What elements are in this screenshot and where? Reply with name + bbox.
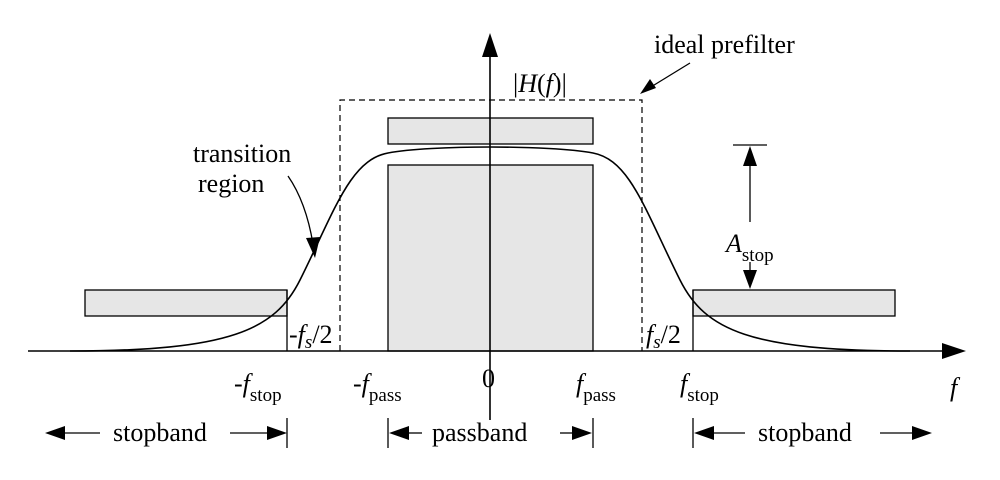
passband-left-arrowhead: [389, 426, 409, 440]
frequency-axis-label: f: [950, 373, 961, 402]
minus-fpass-label: -fpass: [353, 369, 402, 406]
left-stopband-right-arrowhead: [267, 426, 287, 440]
magnitude-axis-label: |H(f)|: [513, 69, 567, 98]
right-stopband-label: stopband: [758, 418, 852, 447]
minus-fs-half-label: -fs/2: [289, 320, 333, 353]
right-stopband-tolerance-band: [692, 289, 896, 317]
minus-fstop-label: -fstop: [234, 369, 282, 406]
ideal-prefilter-arrowhead: [640, 79, 656, 94]
fstop-label: fstop: [680, 369, 719, 406]
zero-label: 0: [482, 364, 495, 393]
transition-region-label-line2: region: [198, 169, 264, 198]
astop-down-arrowhead: [743, 270, 757, 289]
left-stopband-tolerance-band: [84, 289, 288, 317]
astop-label: Astop: [724, 229, 774, 266]
frequency-axis-arrowhead: [942, 343, 966, 359]
fpass-label: fpass: [576, 369, 616, 406]
fs-half-label: fs/2: [646, 320, 681, 353]
right-stopband-right-arrowhead: [912, 426, 932, 440]
ideal-prefilter-box: [339, 99, 643, 351]
magnitude-axis-arrowhead: [482, 33, 498, 57]
left-stopband-left-arrowhead: [45, 426, 65, 440]
left-stopband-label: stopband: [113, 418, 207, 447]
passband-right-arrowhead: [572, 426, 592, 440]
astop-up-arrowhead: [743, 146, 757, 166]
ideal-prefilter-label: ideal prefilter: [654, 30, 795, 59]
transition-region-leader: [287, 175, 314, 245]
passband-label: passband: [432, 418, 527, 447]
frequency-response-curve: [69, 146, 911, 352]
transition-region-label-line1: transition: [193, 139, 291, 168]
right-stopband-left-arrowhead: [694, 426, 714, 440]
transition-region-arrowhead: [306, 237, 320, 258]
